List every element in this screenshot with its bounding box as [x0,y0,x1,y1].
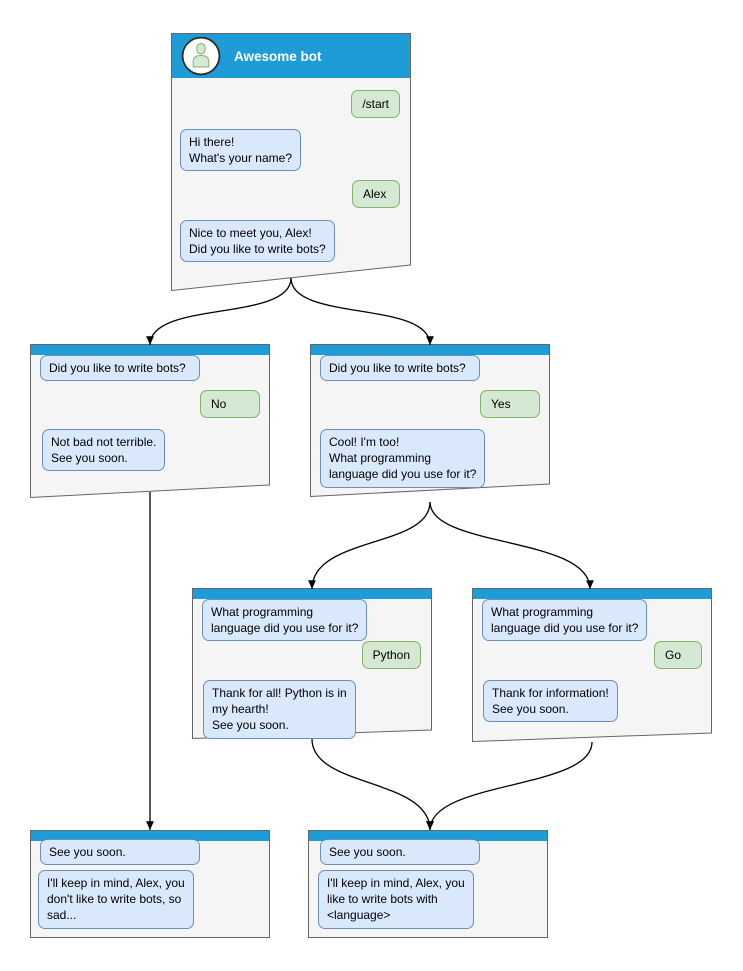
window-titlebar [31,345,269,355]
bot-message-bubble: What programming language did you use fo… [482,599,648,642]
bot-title: Awesome bot [234,48,322,64]
bot-message-bubble: What programming language did you use fo… [202,599,368,642]
window-titlebar [31,831,269,841]
window-titlebar [309,831,547,841]
bot-message-bubble: I'll keep in mind, Alex, you don't like … [38,870,194,929]
chat-window-branch-yes: Did you like to write bots? Yes Cool! I'… [310,344,550,497]
bot-message-bubble: Thank for all! Python is in my hearth! S… [203,680,356,739]
bot-message-bubble: I'll keep in mind, Alex, you like to wri… [318,870,474,929]
bot-message-bubble: Thank for information! See you soon. [483,680,618,723]
chat-window-end-yes: See you soon. I'll keep in mind, Alex, y… [308,830,548,938]
user-message-bubble: /start [351,90,400,119]
window-titlebar [473,589,711,599]
chat-window-root: Awesome bot /start Hi there! What's your… [171,33,411,291]
arrow-yes-to-python [308,501,431,590]
bot-message-bubble: See you soon. [320,839,480,866]
bot-message-bubble: Not bad not terrible. See you soon. [42,429,166,472]
bot-message-bubble: Did you like to write bots? [320,355,480,382]
bot-message-bubble: Nice to meet you, Alex! Did you like to … [180,220,335,263]
user-message-bubble: Alex [352,180,400,209]
user-message-bubble: No [200,390,260,419]
chat-window-branch-go: What programming language did you use fo… [472,588,712,742]
chat-window-end-no: See you soon. I'll keep in mind, Alex, y… [30,830,270,938]
bot-avatar-icon [181,36,221,76]
window-titlebar [311,345,549,355]
arrow-yes-to-go [429,501,594,590]
window-titlebar: Awesome bot [172,34,410,78]
bot-message-bubble: Cool! I'm too! What programming language… [320,429,486,488]
chat-window-branch-python: What programming language did you use fo… [192,588,432,739]
bot-message-bubble: Did you like to write bots? [40,355,200,382]
chat-window-branch-no: Did you like to write bots? No Not bad n… [30,344,270,498]
arrow-python-to-end [311,738,434,831]
window-titlebar [193,589,431,599]
user-message-bubble: Go [654,641,702,670]
bot-message-bubble: Hi there! What's your name? [180,129,302,172]
user-message-bubble: Python [361,641,421,670]
user-message-bubble: Yes [480,390,540,419]
bot-message-bubble: See you soon. [40,839,200,866]
arrow-go-to-end [426,741,593,831]
